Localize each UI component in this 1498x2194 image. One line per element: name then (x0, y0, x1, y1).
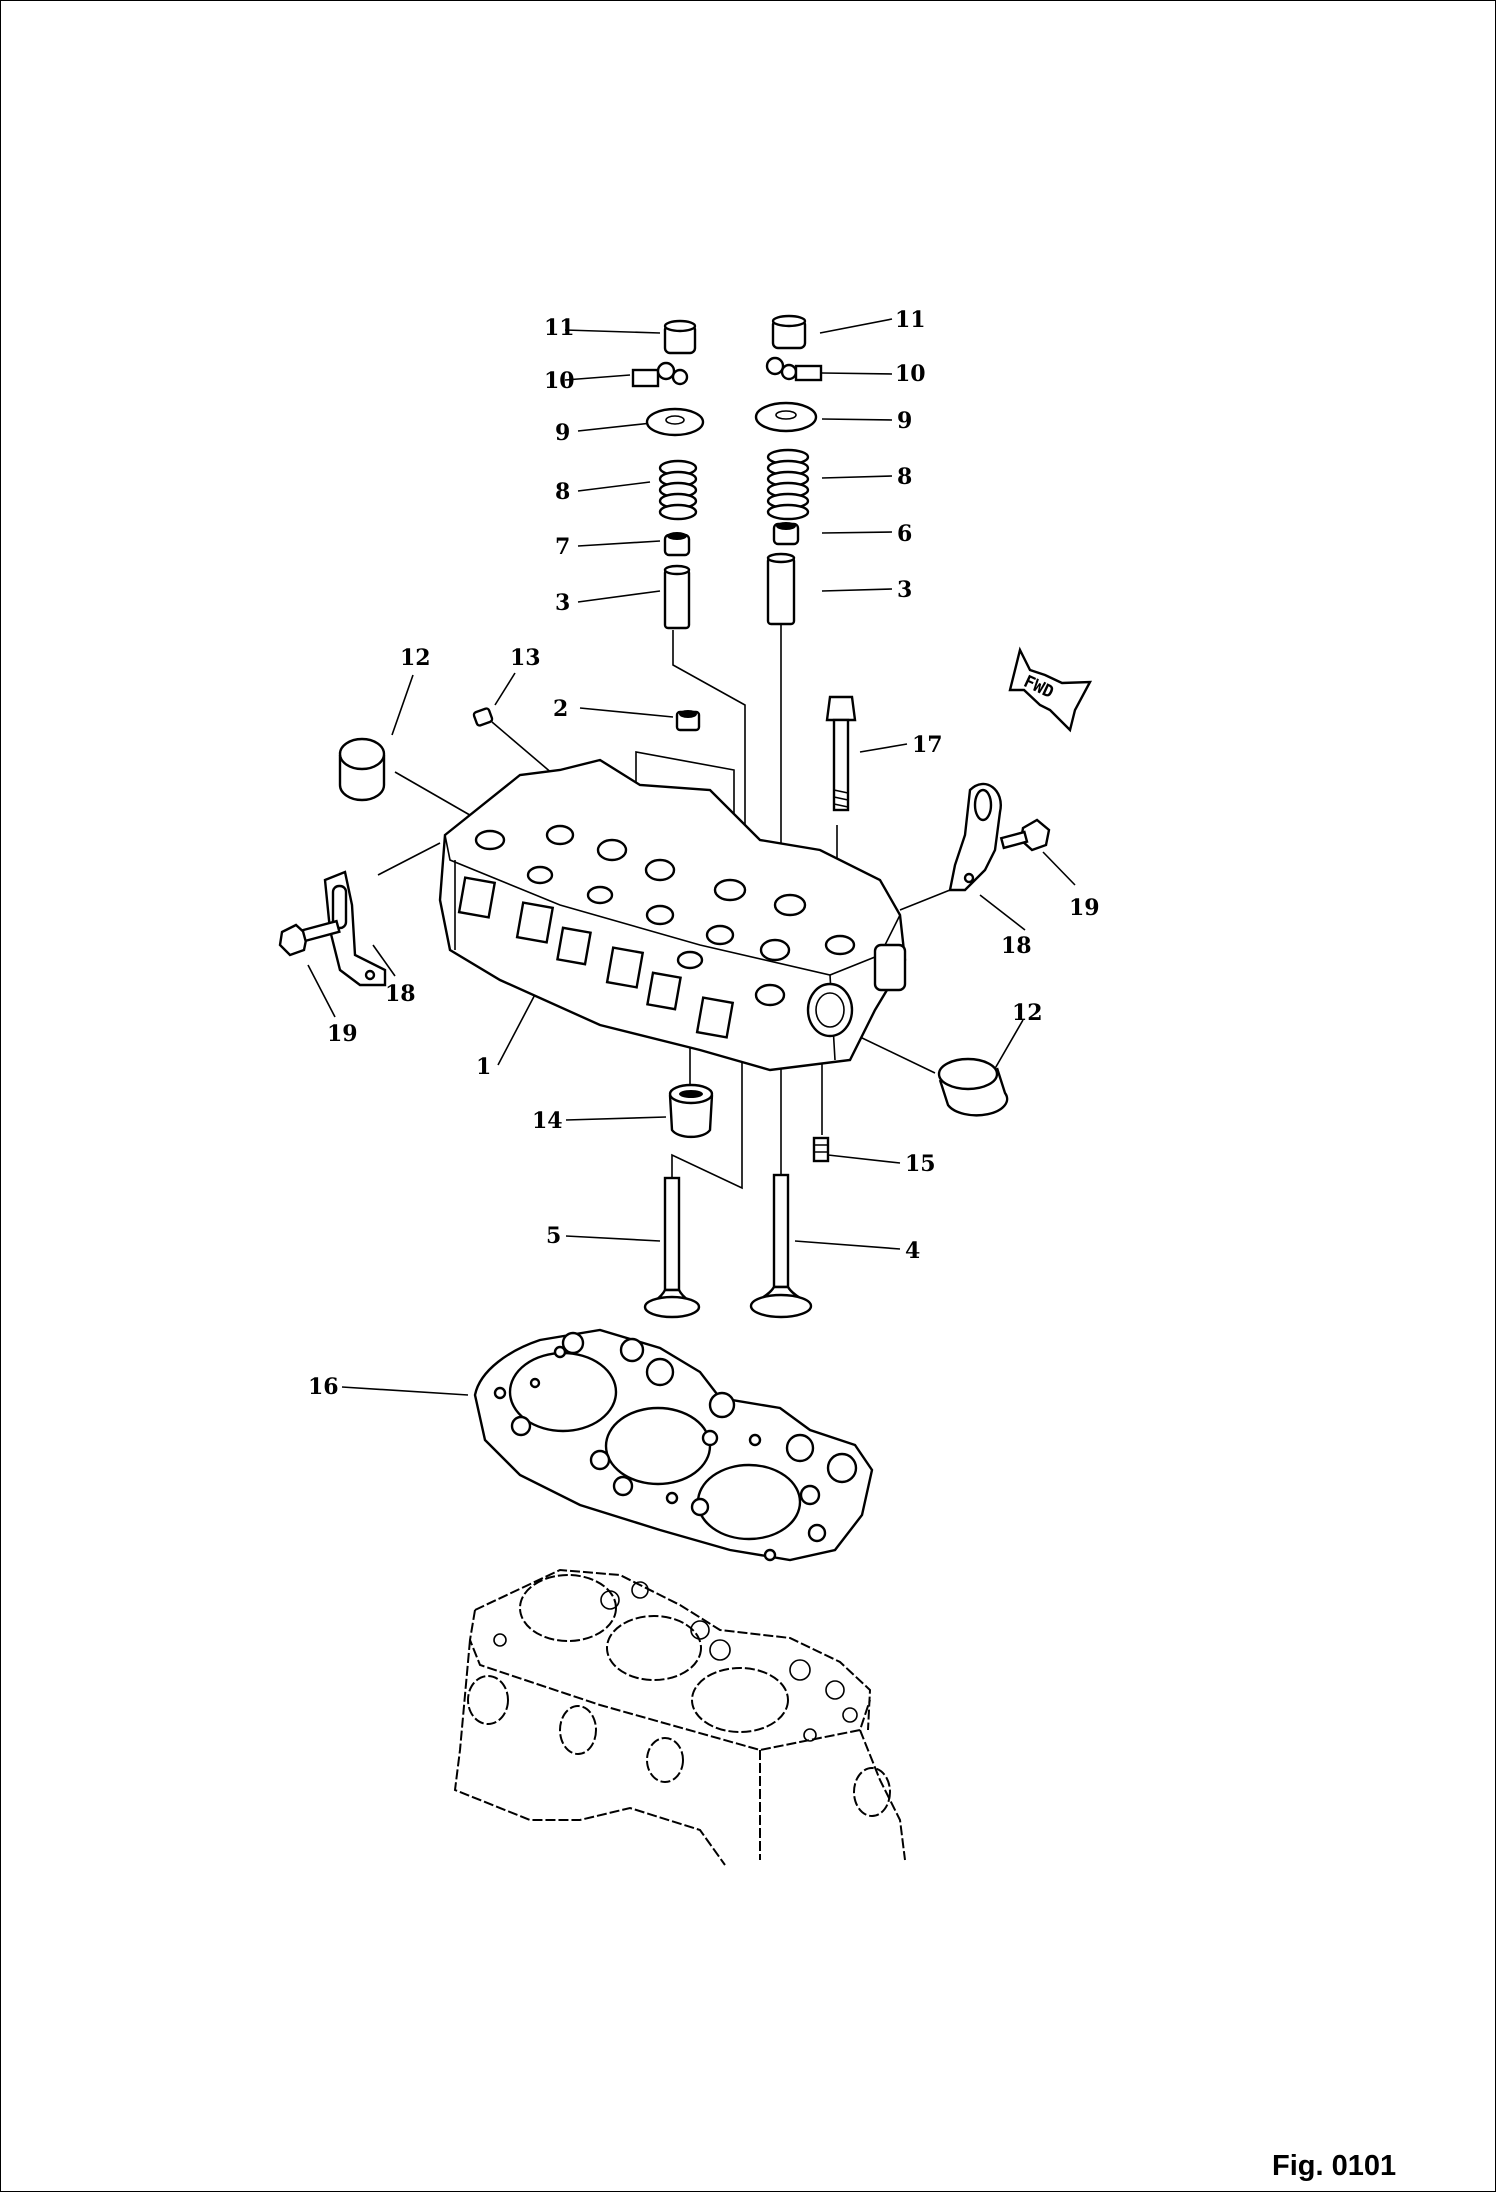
lifting-bracket-left (323, 870, 387, 987)
stem-seal-right (772, 522, 800, 546)
valve-cap-right (771, 314, 807, 350)
intake-valve (643, 1176, 701, 1319)
valve-spring-left (658, 459, 698, 521)
expansion-plug-right (937, 1057, 1009, 1117)
spring-retainer-left (645, 407, 705, 437)
head-bolt (825, 695, 857, 812)
bracket-bolt-left (278, 919, 341, 957)
callout-11-left: 11 (544, 315, 575, 341)
callout-10-left: 10 (544, 368, 575, 394)
valve-keeper-left (631, 361, 689, 388)
cylinder-head (438, 758, 907, 1072)
callout-15: 15 (905, 1151, 936, 1177)
valve-cap-left (663, 319, 697, 355)
bracket-bolt-right (999, 818, 1051, 852)
valve-guide-right (766, 552, 796, 626)
callout-10-right: 10 (895, 361, 926, 387)
valve-spring-right (766, 448, 810, 521)
callout-18-right: 18 (1001, 933, 1032, 959)
callout-3-right: 3 (897, 577, 912, 603)
callout-19-left: 19 (327, 1021, 358, 1047)
callout-17: 17 (912, 732, 943, 758)
callout-5: 5 (546, 1223, 561, 1249)
head-gasket (473, 1328, 874, 1562)
callout-1: 1 (476, 1054, 491, 1080)
callout-8-right: 8 (897, 464, 912, 490)
callout-11-right: 11 (895, 307, 926, 333)
callout-12-left: 12 (400, 645, 431, 671)
callout-8-left: 8 (555, 479, 570, 505)
callout-9-left: 9 (555, 420, 570, 446)
lifting-bracket-right (948, 782, 1002, 892)
callout-12-right: 12 (1012, 1000, 1043, 1026)
small-plug (675, 710, 701, 732)
dowel-pin (472, 707, 494, 727)
callout-19-right: 19 (1069, 895, 1100, 921)
valve-keeper-right (765, 356, 823, 382)
callout-13: 13 (510, 645, 541, 671)
engine-block (453, 1568, 906, 1866)
callout-3-left: 3 (555, 590, 570, 616)
callout-18-left: 18 (385, 981, 416, 1007)
exhaust-valve (749, 1173, 813, 1319)
callout-labels: 11 10 9 8 7 3 11 10 9 8 6 3 12 13 2 17 1… (308, 307, 1100, 1400)
figure-caption: Fig. 0101 (1272, 2150, 1396, 2182)
stem-seal-left (663, 532, 691, 557)
callout-2: 2 (553, 696, 568, 722)
callout-6: 6 (897, 521, 912, 547)
valve-guide-left (663, 564, 691, 630)
spring-retainer-right (754, 401, 818, 433)
callout-16: 16 (308, 1374, 339, 1400)
callout-7: 7 (555, 534, 570, 560)
callout-9-right: 9 (897, 408, 912, 434)
sealing-cup (668, 1083, 714, 1139)
expansion-plug-left (338, 737, 386, 802)
callout-4: 4 (905, 1238, 920, 1264)
forward-direction-arrow: FWD (1008, 646, 1093, 733)
callout-14: 14 (532, 1108, 563, 1134)
stud (812, 1136, 830, 1163)
